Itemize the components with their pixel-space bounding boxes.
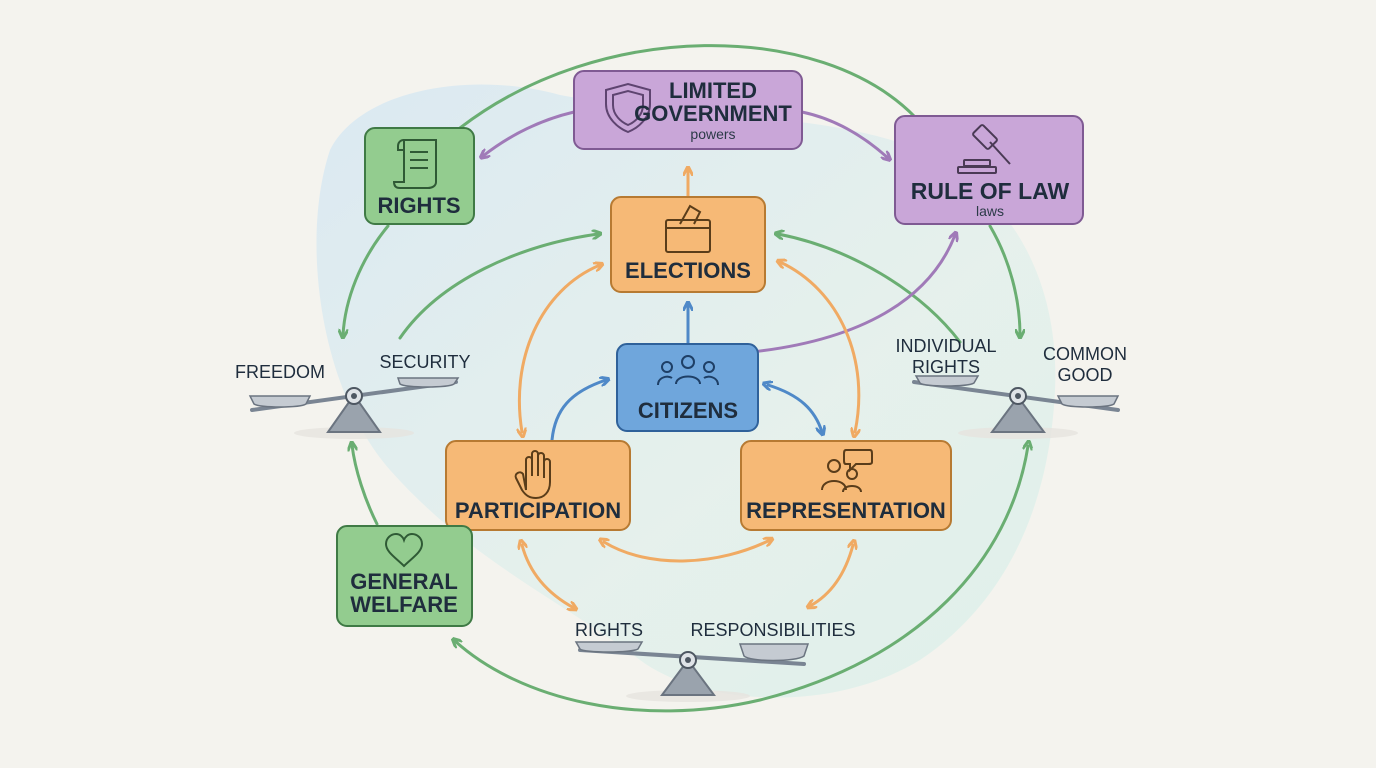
balance-label-common: COMMON — [1043, 344, 1127, 364]
heart-icon — [384, 532, 424, 568]
balance-rights-responsibilities: RIGHTS RESPONSIBILITIES — [574, 620, 856, 702]
rule-of-law-subtitle: laws — [976, 203, 1004, 219]
elections-title: ELECTIONS — [625, 258, 751, 283]
node-representation[interactable]: REPRESENTATION — [740, 440, 952, 531]
balance-label-responsibilities: RESPONSIBILITIES — [690, 620, 855, 640]
rights-title: RIGHTS — [377, 193, 460, 218]
balance-freedom-security: FREEDOM SECURITY — [235, 352, 471, 439]
speech-people-icon — [821, 449, 873, 493]
scroll-icon — [392, 139, 437, 189]
rule-of-law-title: RULE OF LAW — [911, 178, 1070, 204]
arrow-limited-government-to-rule-of-law — [800, 110, 888, 158]
ballot-box-icon — [665, 204, 711, 253]
general-welfare-title-line1: GENERAL — [350, 569, 458, 594]
balance-label-freedom: FREEDOM — [235, 362, 325, 382]
limited-government-title-line2: GOVERNMENT — [634, 101, 792, 126]
people-icon — [657, 355, 719, 386]
arrow-rights-to-rule-of-law-arc — [458, 44, 917, 130]
representation-title: REPRESENTATION — [746, 498, 946, 523]
node-limited-government[interactable]: LIMITED GOVERNMENT powers — [573, 70, 803, 150]
node-rights[interactable]: RIGHTS — [364, 127, 475, 225]
arrow-citizens-to-representation — [768, 385, 822, 432]
arrow-participation-to-citizens — [550, 380, 606, 442]
limited-government-subtitle: powers — [690, 126, 735, 142]
arrow-rights-to-freedom — [343, 224, 390, 335]
arrow-representation-to-balance — [810, 545, 853, 606]
arrow-representation-to-elections — [780, 262, 859, 432]
arrow-participation-to-elections — [519, 265, 600, 432]
raised-hand-icon — [514, 450, 551, 500]
general-welfare-title-line2: WELFARE — [350, 592, 458, 617]
participation-title: PARTICIPATION — [455, 498, 621, 523]
balance-label-good: GOOD — [1057, 365, 1112, 385]
arrow-limited-government-to-rights — [483, 110, 576, 156]
arrow-rule-of-law-to-common-good — [988, 224, 1020, 335]
arrow-participation-to-representation — [604, 540, 770, 563]
balance-individual-common: INDIVIDUAL RIGHTS COMMON GOOD — [895, 336, 1127, 439]
arrow-individual-rights-to-elections — [778, 234, 962, 344]
arrow-common-good-to-welfare — [455, 446, 1028, 713]
node-participation[interactable]: PARTICIPATION — [445, 440, 631, 531]
gavel-icon — [957, 124, 1011, 174]
limited-government-title-line1: LIMITED — [669, 78, 757, 103]
balance-label-rights-bottom: RIGHTS — [575, 620, 643, 640]
citizens-title: CITIZENS — [638, 398, 738, 423]
node-elections[interactable]: ELECTIONS — [610, 196, 766, 293]
node-general-welfare[interactable]: GENERAL WELFARE — [336, 525, 473, 627]
arrow-security-to-elections — [398, 234, 598, 340]
arrow-welfare-to-freedom — [352, 445, 379, 526]
balance-label-individual: INDIVIDUAL — [895, 336, 996, 356]
shield-icon — [605, 82, 651, 134]
arrow-participation-to-balance — [522, 545, 574, 608]
node-rule-of-law[interactable]: RULE OF LAW laws — [894, 115, 1084, 225]
node-citizens[interactable]: CITIZENS — [616, 343, 759, 432]
outer-cycle-arrows — [343, 44, 1028, 713]
balance-label-rights-right: RIGHTS — [912, 357, 980, 377]
inner-arrows — [519, 170, 858, 608]
balance-label-security: SECURITY — [379, 352, 470, 372]
